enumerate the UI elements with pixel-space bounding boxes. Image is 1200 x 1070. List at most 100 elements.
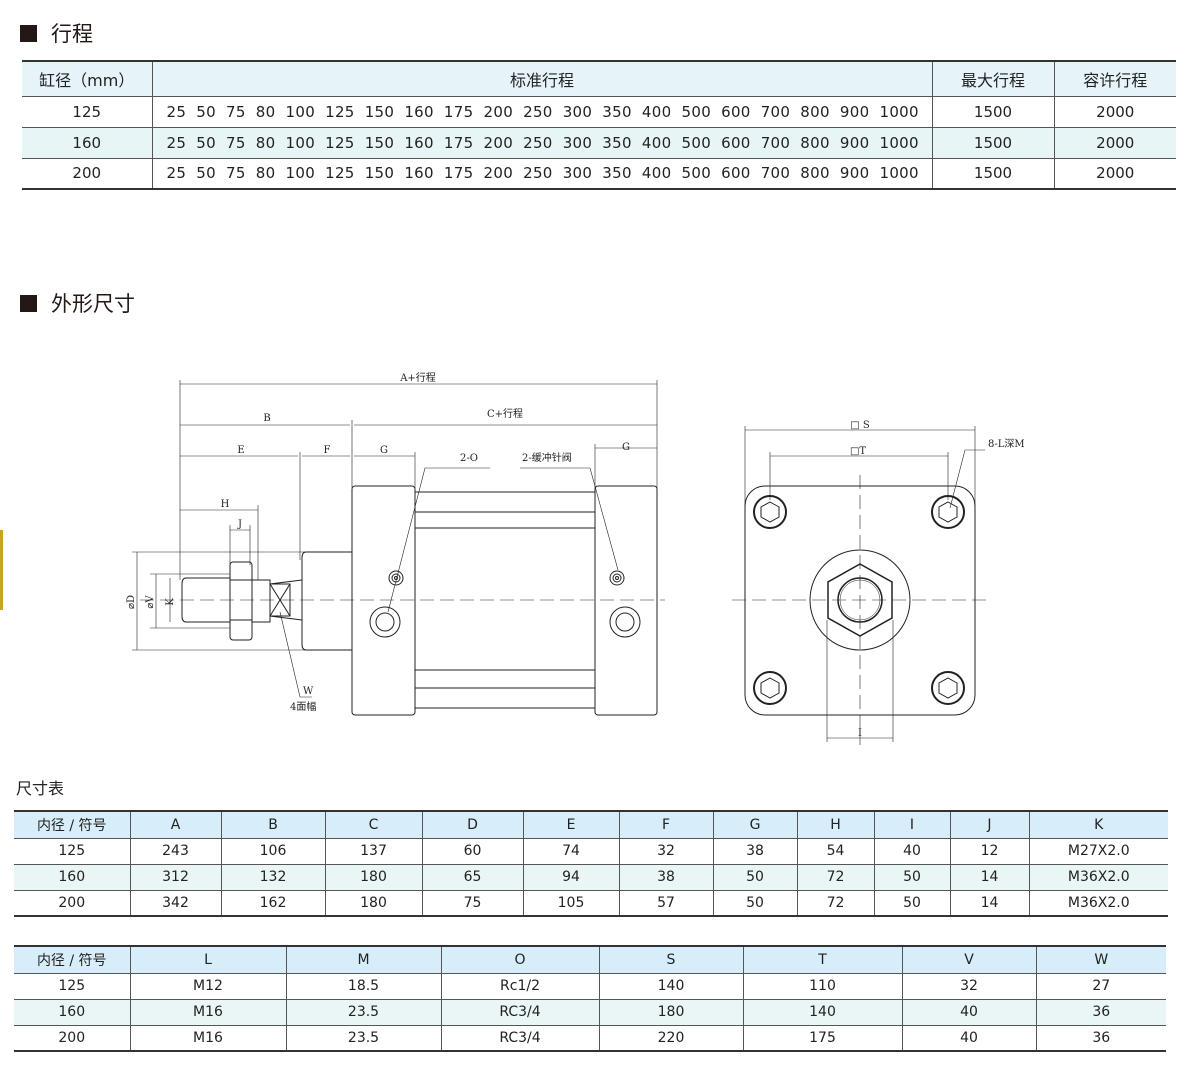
table-cell: RC3/4 bbox=[441, 1025, 600, 1051]
table-cell: 137 bbox=[325, 838, 423, 864]
dimension-table-title: 尺寸表 bbox=[16, 779, 65, 798]
drawing-labels: □ S □T I 8-L深M bbox=[850, 420, 1025, 739]
rod-bushing bbox=[301, 551, 352, 651]
table-cell: M12 bbox=[130, 973, 287, 999]
table-cell: 74 bbox=[523, 838, 620, 864]
bore-cell: 125 bbox=[22, 96, 153, 127]
allowed-stroke-cell: 2000 bbox=[1096, 102, 1135, 121]
table-cell: M36X2.0 bbox=[1067, 869, 1130, 885]
max-stroke-cell: 1500 bbox=[932, 158, 1055, 189]
table-cell: 94 bbox=[523, 864, 620, 890]
section-title-stroke: 行程 bbox=[20, 18, 93, 48]
table-cell: 14 bbox=[950, 864, 1030, 890]
head-cover bbox=[351, 485, 416, 716]
header-cell: M bbox=[286, 946, 442, 973]
header-cell: F bbox=[619, 811, 714, 838]
table-cell: 40 bbox=[902, 999, 1037, 1025]
table-cell: 243 bbox=[130, 838, 222, 864]
tie-rod-bolt-icon bbox=[931, 495, 965, 529]
table-cell: 40 bbox=[874, 838, 951, 864]
leader-lines bbox=[279, 467, 619, 698]
end-plate bbox=[744, 485, 976, 716]
label-f: F bbox=[324, 445, 331, 456]
table-cell: 23.5 bbox=[286, 1025, 442, 1051]
table-cell: 32 bbox=[619, 838, 714, 864]
label-port: 2-O bbox=[460, 453, 478, 464]
port-icon bbox=[369, 606, 401, 638]
table-cell: 38 bbox=[619, 864, 714, 890]
allowed-stroke-cell: 2000 bbox=[1096, 164, 1135, 183]
accent-bar bbox=[0, 530, 3, 610]
table-cell: 220 bbox=[599, 1025, 744, 1051]
label-od: ⌀D bbox=[126, 595, 137, 609]
header-cell: T bbox=[743, 946, 903, 973]
stroke-table: 缸径（mm） 标准行程 最大行程 容许行程 125 25 50 75 80 10… bbox=[22, 60, 1176, 190]
table-cell: 132 bbox=[221, 864, 326, 890]
header-cell: E bbox=[523, 811, 620, 838]
header-cell: 标准行程 bbox=[152, 61, 933, 96]
table-row: 160 25 50 75 80 100 125 150 160 175 200 … bbox=[22, 127, 1176, 158]
rod-end-cover bbox=[594, 485, 658, 716]
tie-rod-bolt-icon bbox=[753, 495, 787, 529]
section-title-dimensions: 外形尺寸 bbox=[20, 288, 135, 318]
table-cell: 27 bbox=[1092, 978, 1111, 994]
washer bbox=[251, 579, 271, 623]
tie-rod-bolt-icon bbox=[753, 671, 787, 705]
table-cell: 40 bbox=[902, 1025, 1037, 1051]
label-needle-valve: 2-缓冲针阀 bbox=[522, 451, 572, 464]
square-bullet-icon bbox=[20, 24, 37, 42]
label-g-right: G bbox=[622, 442, 630, 453]
label-ov: ⌀V bbox=[145, 595, 156, 609]
label-g: G bbox=[380, 445, 388, 456]
table-cell: 105 bbox=[523, 890, 620, 916]
section-title-text: 行程 bbox=[51, 22, 93, 46]
table-cell: 200 bbox=[14, 1025, 131, 1051]
label-k: K bbox=[165, 598, 176, 606]
table-cell: RC3/4 bbox=[441, 999, 600, 1025]
table-cell: 65 bbox=[422, 864, 524, 890]
table-cell: 38 bbox=[713, 838, 798, 864]
needle-valve-icon bbox=[388, 570, 404, 586]
tie-rod-bolt-icon bbox=[931, 671, 965, 705]
header-cell: 内径 / 符号 bbox=[14, 811, 131, 838]
label-b: B bbox=[263, 413, 270, 424]
header-cell: L bbox=[130, 946, 287, 973]
table-cell: 50 bbox=[713, 864, 798, 890]
table-cell: 162 bbox=[221, 890, 326, 916]
label-j: J bbox=[237, 519, 242, 530]
bore-cell: 160 bbox=[22, 127, 153, 158]
table-cell: M36X2.0 bbox=[1067, 894, 1130, 911]
table-header-row: 缸径（mm） 标准行程 最大行程 容许行程 bbox=[22, 61, 1176, 96]
label-w-note: 4面幅 bbox=[290, 700, 316, 713]
side-view: A+行程 B C+行程 E F G G H J ⌀D ⌀V K W 4面幅 2-… bbox=[126, 371, 665, 716]
standard-stroke-cell: 25 50 75 80 100 125 150 160 175 200 250 … bbox=[152, 158, 933, 189]
rod-thread bbox=[181, 577, 230, 623]
table-cell: 54 bbox=[797, 838, 875, 864]
table-cell: 57 bbox=[619, 890, 714, 916]
label-i: I bbox=[858, 728, 862, 739]
standard-stroke-cell: 25 50 75 80 100 125 150 160 175 200 250 … bbox=[152, 96, 933, 127]
table-cell: 160 bbox=[14, 864, 131, 890]
label-h: H bbox=[221, 499, 230, 510]
dimension-lines bbox=[132, 380, 658, 651]
table-cell: 23.5 bbox=[286, 999, 442, 1025]
table-cell: M27X2.0 bbox=[1067, 843, 1130, 859]
header-cell: I bbox=[874, 811, 951, 838]
label-t: □T bbox=[850, 446, 866, 457]
needle-valve-icon bbox=[609, 570, 625, 586]
header-cell: C bbox=[325, 811, 423, 838]
max-stroke-cell: 1500 bbox=[932, 96, 1055, 127]
label-w: W bbox=[303, 686, 314, 697]
header-cell: O bbox=[441, 946, 600, 973]
header-cell: G bbox=[713, 811, 798, 838]
allowed-stroke-cell: 2000 bbox=[1096, 133, 1135, 152]
table-cell: 72 bbox=[797, 890, 875, 916]
table-cell: 14 bbox=[950, 890, 1030, 916]
